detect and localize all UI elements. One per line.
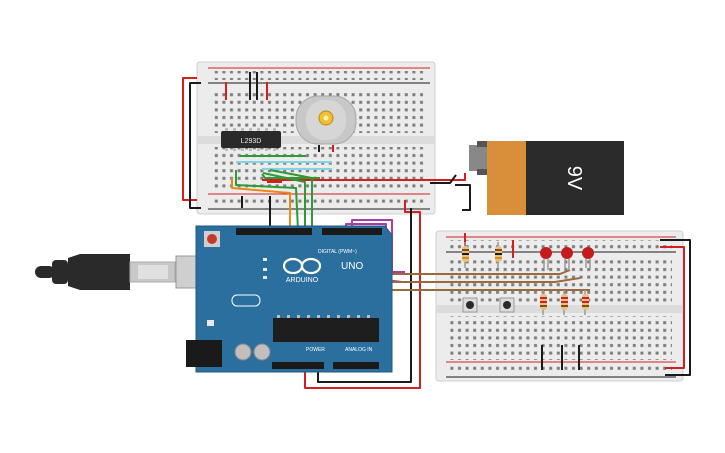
l293d-chip[interactable]: L293D (221, 128, 281, 151)
resistor[interactable] (462, 242, 469, 268)
resistor[interactable] (561, 290, 568, 315)
usb-cable (35, 254, 201, 290)
arduino-logo (282, 257, 322, 275)
arduino-model: UNO (341, 261, 363, 272)
driver-ic-label: L293D (241, 138, 262, 145)
digital-label: DIGITAL (PWM~) (318, 249, 357, 255)
resistors-top (462, 242, 502, 268)
resistors-bottom (540, 290, 589, 315)
red-led[interactable] (540, 247, 552, 270)
battery-label: 9V (563, 166, 585, 191)
battery-9v[interactable]: 9V (469, 141, 624, 215)
led-group (540, 247, 594, 270)
resistor[interactable] (495, 242, 502, 268)
power-label: POWER (306, 347, 325, 353)
dc-motor[interactable] (295, 95, 357, 145)
arduino-brand: ARDUINO (286, 277, 319, 284)
arduino-uno[interactable]: ARDUINO UNO DIGITAL (PWM~) POWER ANALOG … (186, 225, 393, 373)
push-button[interactable] (499, 297, 515, 313)
red-led[interactable] (561, 247, 573, 270)
resistor[interactable] (582, 290, 589, 315)
analog-label: ANALOG IN (345, 347, 373, 353)
resistor[interactable] (540, 290, 547, 315)
push-button[interactable] (462, 297, 478, 313)
red-led[interactable] (582, 247, 594, 270)
